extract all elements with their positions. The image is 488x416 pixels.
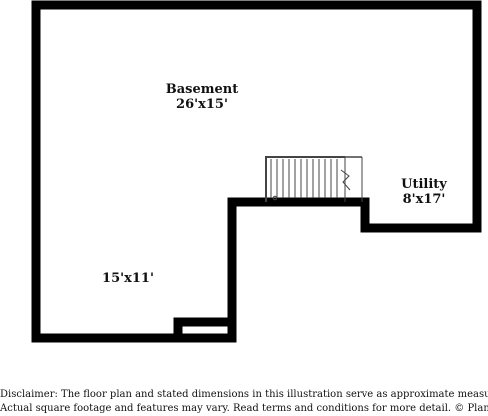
staircase bbox=[265, 156, 363, 202]
disclaimer-text: Disclaimer: The floor plan and stated di… bbox=[0, 388, 488, 416]
disclaimer-line-2: Actual square footage and features may v… bbox=[0, 403, 488, 414]
basement-name: Basement bbox=[165, 82, 239, 97]
room-label-utility: Utility 8'x17' bbox=[392, 177, 456, 207]
lower-area-dimensions: 15'x11' bbox=[102, 271, 154, 286]
room-label-lower-area: 15'x11' bbox=[96, 271, 160, 286]
exterior-wall bbox=[31, 0, 482, 343]
room-label-basement: Basement 26'x15' bbox=[150, 82, 254, 112]
disclaimer-line-1: Disclaimer: The floor plan and stated di… bbox=[0, 389, 488, 400]
utility-name: Utility bbox=[401, 177, 447, 192]
basement-dimensions: 26'x15' bbox=[176, 97, 228, 112]
wall-notch bbox=[173, 317, 232, 338]
utility-dimensions: 8'x17' bbox=[402, 192, 446, 207]
